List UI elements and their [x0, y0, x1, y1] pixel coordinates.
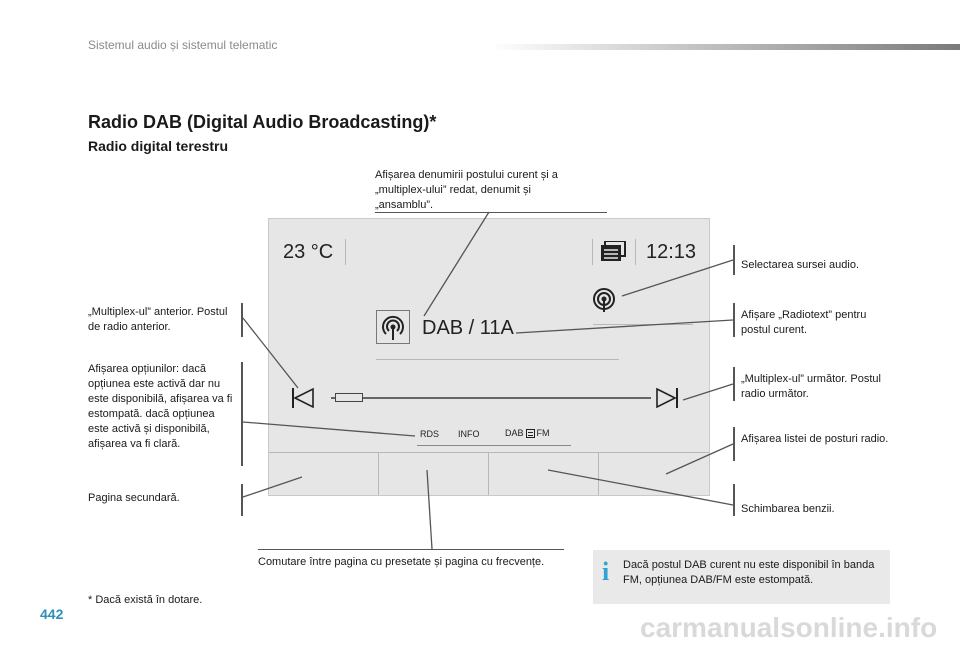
leader-secondary: [242, 476, 303, 498]
softkey-presets[interactable]: [379, 453, 489, 495]
info-note-text: Dacă postul DAB curent nu este disponibi…: [623, 559, 875, 586]
media-list-icon[interactable]: [599, 240, 627, 263]
source-radio-icon[interactable]: [591, 287, 617, 313]
dab-label: DAB: [505, 428, 524, 438]
clock-readout: 12:13: [646, 241, 697, 263]
fm-label: FM: [536, 428, 550, 438]
radio-screen: 23 °C 12:13 DAB / 11A: [268, 218, 710, 496]
callout-station-underline: [375, 212, 607, 213]
leader-previous: [242, 317, 299, 389]
page-title: Radio DAB (Digital Audio Broadcasting)*: [88, 112, 437, 132]
leader-station-list: [665, 443, 734, 475]
callout-previous: „Multiplex-ul” anterior. Postul de radio…: [88, 306, 228, 333]
callout-presets: Comutare între pagina cu presetate și pa…: [258, 556, 545, 568]
softkey-band[interactable]: [599, 453, 709, 495]
watermark: carmanualsonline.info: [640, 612, 938, 643]
callout-options-bar: [241, 362, 243, 466]
dab-fm-button[interactable]: DAB FM: [505, 428, 550, 438]
callout-previous-bar: [241, 303, 243, 337]
separator: [592, 239, 593, 265]
softkey-station-list[interactable]: [489, 453, 599, 495]
page-number: 442: [40, 606, 64, 622]
callout-radiotext-bar: [733, 303, 735, 337]
info-button[interactable]: INFO: [458, 429, 480, 439]
separator: [593, 324, 693, 325]
callout-band: Schimbarea benzii.: [741, 503, 835, 515]
callout-radiotext: Afișare „Radiotext” pentru postul curent…: [741, 309, 867, 336]
previous-icon[interactable]: [291, 387, 315, 409]
footnote: * Dacă există în dotare.: [88, 594, 203, 606]
info-icon: i: [602, 557, 610, 586]
rds-button[interactable]: RDS: [420, 429, 440, 439]
callout-options: Afișarea opțiunilor: dacă opțiunea este …: [88, 363, 233, 450]
leader-next: [682, 383, 734, 401]
callout-source-bar: [733, 245, 735, 275]
separator: [345, 239, 346, 265]
leader-source: [621, 259, 734, 297]
leader-radiotext: [515, 319, 734, 334]
radiotext-button[interactable]: [376, 310, 410, 344]
separator: [635, 239, 636, 265]
callout-station-name: Afișarea denumirii postului curent și a …: [375, 169, 558, 211]
radio-broadcast-icon: [382, 315, 404, 340]
softkey-secondary-page[interactable]: [269, 453, 379, 495]
frequency-cursor[interactable]: [335, 393, 363, 402]
leader-options: [242, 421, 416, 437]
options-underline: [417, 445, 571, 446]
callout-next-bar: [733, 367, 735, 401]
callout-secondary-bar: [241, 484, 243, 516]
frequency-track[interactable]: [331, 397, 651, 399]
leader-station-name: [423, 211, 490, 317]
info-note-box: [593, 550, 890, 604]
callout-list-bar: [733, 427, 735, 461]
next-icon[interactable]: [655, 387, 679, 409]
link-icon: [525, 428, 535, 438]
callout-secondary: Pagina secundară.: [88, 492, 180, 504]
station-name: DAB / 11A: [422, 317, 514, 339]
page-subtitle: Radio digital terestru: [88, 138, 229, 154]
header-bar: [490, 44, 960, 50]
callout-station-list: Afișarea listei de posturi radio.: [741, 433, 889, 445]
callout-source: Selectarea sursei audio.: [741, 259, 860, 271]
header-title: Sistemul audio și sistemul telematic: [88, 38, 278, 52]
temperature-readout: 23 °C: [283, 241, 334, 263]
callout-presets-overline: [258, 549, 564, 550]
leader-presets: [426, 469, 433, 550]
separator: [376, 359, 619, 360]
callout-next: „Multiplex-ul” următor. Postul radio urm…: [741, 373, 881, 400]
callout-band-bar: [733, 484, 735, 516]
separator: [269, 452, 709, 453]
leader-band: [547, 469, 734, 506]
